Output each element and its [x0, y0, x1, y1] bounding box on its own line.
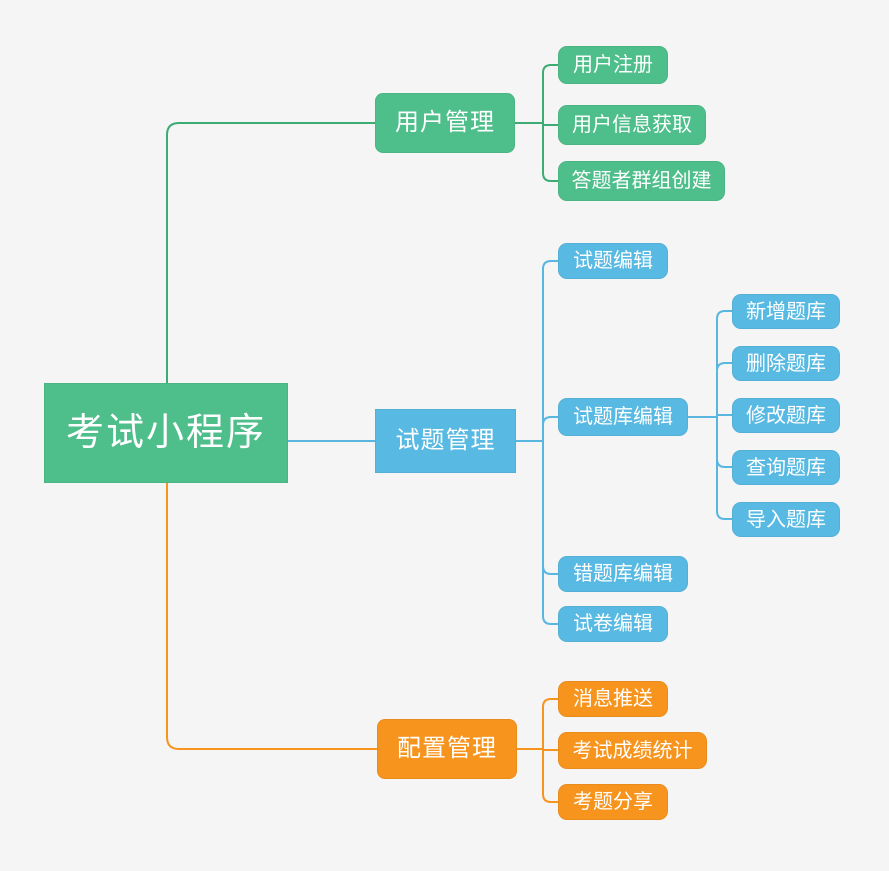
node-answerer-group-create[interactable]: 答题者群组创建: [558, 161, 725, 201]
node-question-management[interactable]: 试题管理: [375, 409, 516, 473]
node-question-share[interactable]: 考题分享: [558, 784, 668, 820]
node-exam-score-stats[interactable]: 考试成绩统计: [558, 732, 707, 769]
node-config-management[interactable]: 配置管理: [377, 719, 517, 779]
edge-root-user-management: [166, 122, 375, 383]
node-exam-paper-edit[interactable]: 试卷编辑: [558, 606, 668, 642]
edge-question-management-children-trunk: [542, 260, 558, 625]
node-message-push[interactable]: 消息推送: [558, 681, 668, 717]
node-user-info-fetch[interactable]: 用户信息获取: [558, 105, 706, 145]
node-user-management[interactable]: 用户管理: [375, 93, 515, 153]
edge-user-management-children-trunk: [542, 64, 558, 182]
node-delete-question-bank[interactable]: 删除题库: [732, 346, 840, 381]
node-query-question-bank[interactable]: 查询题库: [732, 450, 840, 485]
node-modify-question-bank[interactable]: 修改题库: [732, 398, 840, 433]
node-root-exam-miniprogram[interactable]: 考试小程序: [44, 383, 288, 483]
node-user-register[interactable]: 用户注册: [558, 46, 668, 84]
edge-root-config-management: [166, 483, 377, 750]
node-question-edit[interactable]: 试题编辑: [558, 243, 668, 279]
edge-query-question-bank: [716, 458, 732, 468]
node-question-bank-edit[interactable]: 试题库编辑: [558, 398, 688, 436]
node-import-question-bank[interactable]: 导入题库: [732, 502, 840, 537]
node-wrong-question-bank-edit[interactable]: 错题库编辑: [558, 556, 688, 592]
edge-delete-question-bank: [716, 362, 732, 372]
node-add-question-bank[interactable]: 新增题库: [732, 294, 840, 329]
edge-question-bank-edit: [542, 416, 558, 426]
edge-wrong-question-bank-edit: [542, 565, 558, 575]
